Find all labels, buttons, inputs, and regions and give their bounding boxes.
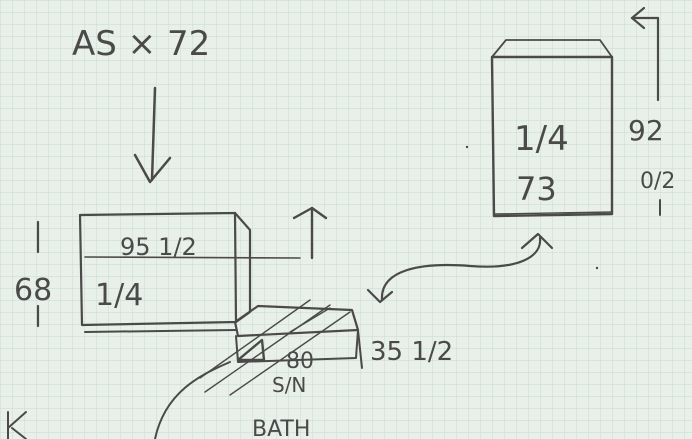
pencil-dot xyxy=(465,145,469,149)
right-box xyxy=(490,39,614,218)
down-arrow-icon xyxy=(133,86,172,184)
curved-double-arrow-icon xyxy=(366,232,554,304)
right-side-label-bottom: 0/2 xyxy=(640,169,675,194)
left-box-fraction-label: 1/4 xyxy=(95,278,143,313)
left-height-label: 68 xyxy=(14,273,52,308)
right-height-arrow-icon xyxy=(630,6,661,216)
bench-number-label: 80 xyxy=(286,349,314,374)
bench-bottom-label: BATH xyxy=(252,417,310,439)
corner-scribble xyxy=(7,411,27,439)
left-box-width-label: 95 1/2 xyxy=(120,233,197,261)
bench xyxy=(154,299,363,439)
bench-depth-label: 35 1/2 xyxy=(370,337,453,367)
pencil-dot xyxy=(595,266,599,270)
bench-code-label: S/N xyxy=(272,373,306,397)
right-box-number-label: 73 xyxy=(516,170,557,208)
top-label: AS × 72 xyxy=(72,24,210,64)
right-box-fraction-label: 1/4 xyxy=(514,119,569,159)
up-arrow-icon xyxy=(292,206,328,260)
right-side-label-top: 92 xyxy=(628,114,664,147)
